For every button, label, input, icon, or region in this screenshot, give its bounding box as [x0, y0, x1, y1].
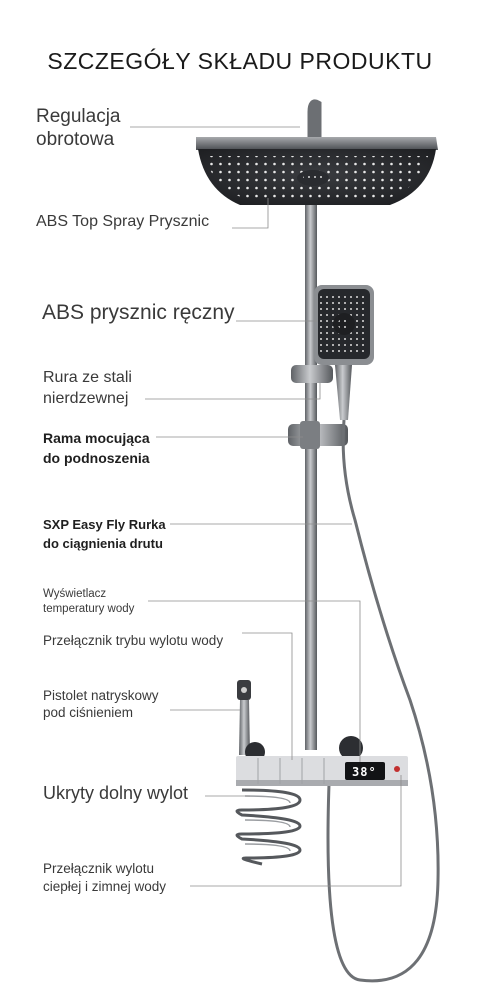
label-lift-frame: Rama mocująca do podnoszenia	[43, 430, 150, 466]
main-pipe	[305, 150, 317, 750]
spring-hose	[235, 788, 302, 866]
spray-gun	[237, 680, 251, 755]
label-temp-display: Wyświetlacz temperatury wody	[43, 588, 135, 615]
holder-bracket	[291, 365, 333, 383]
label-steel-pipe: Rura ze stali nierdzewnej	[43, 369, 132, 407]
label-spray-gun: Pistolet natryskowy pod ciśnieniem	[43, 688, 159, 720]
leader-lines	[130, 126, 402, 887]
shower-arm	[307, 99, 322, 154]
label-hand-shower: ABS prysznic ręczny	[42, 301, 235, 324]
hose	[326, 419, 440, 983]
page-title: SZCZEGÓŁY SKŁADU PRODUKTU	[47, 48, 433, 74]
top-shower-head	[196, 137, 438, 205]
label-mode-switch: Przełącznik trybu wylotu wody	[43, 633, 224, 648]
lift-frame	[288, 421, 348, 449]
label-hot-cold-switch: Przełącznik wylotu ciepłej i zimnej wody	[43, 861, 167, 894]
label-top-spray: ABS Top Spray Prysznic	[36, 213, 210, 230]
label-rotation: Regulacja obrotowa	[36, 106, 121, 150]
label-hidden-outlet: Ukryty dolny wylot	[43, 783, 189, 803]
temperature-display-value: 38°	[352, 765, 377, 779]
mixer-panel	[236, 736, 408, 786]
hand-shower	[314, 285, 374, 420]
label-hose: SXP Easy Fly Rurka do ciągnienia drutu	[43, 517, 166, 551]
